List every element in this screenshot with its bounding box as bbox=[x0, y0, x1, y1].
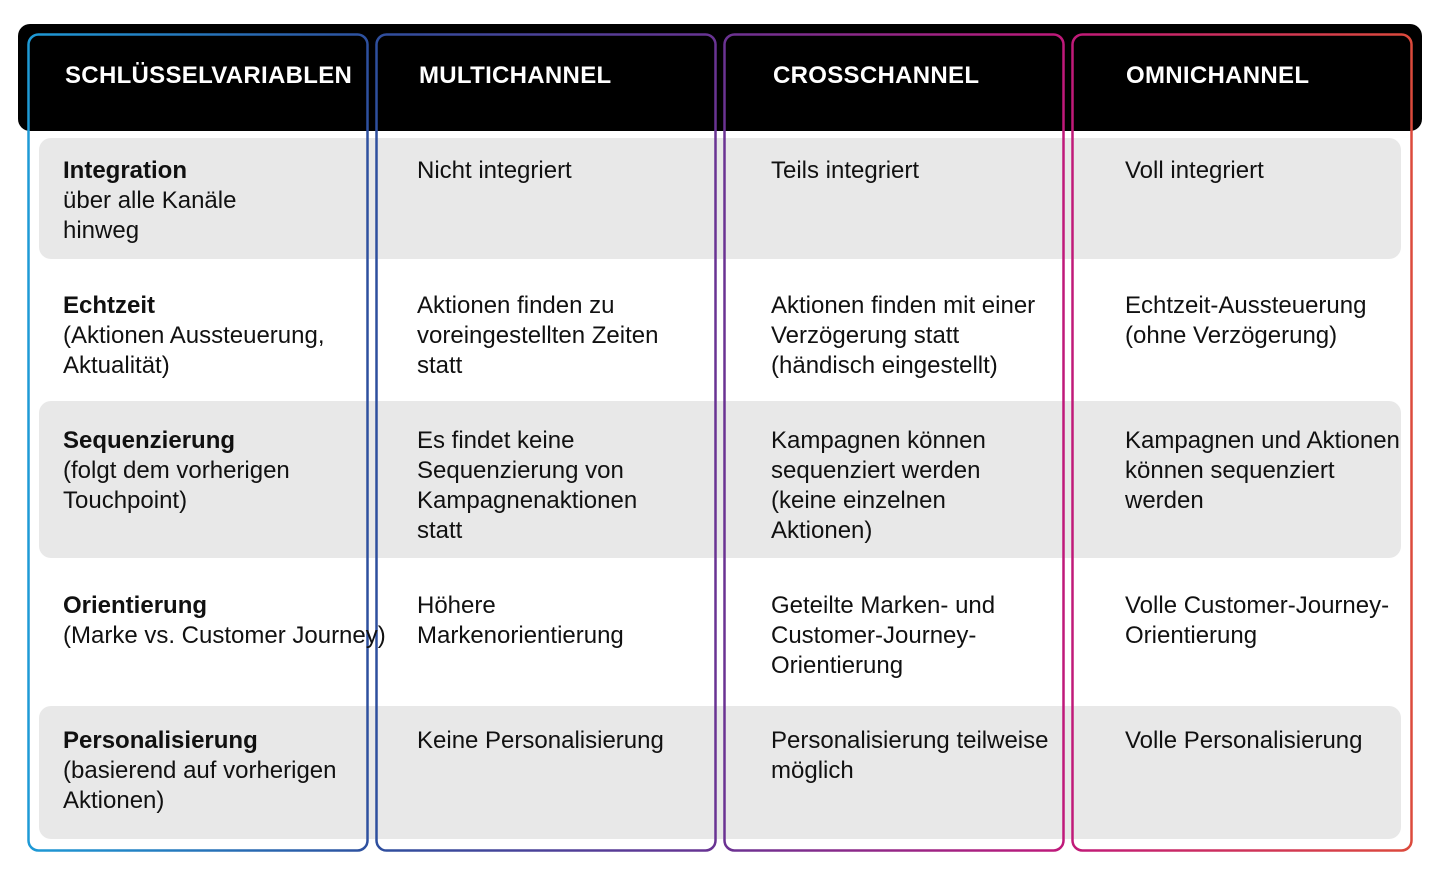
crosschannel-cell: Kampagnen können sequenziert werden (kei… bbox=[771, 427, 986, 544]
omnichannel-cell: Volle Personalisierung bbox=[1125, 727, 1363, 754]
crosschannel-cell: Geteilte Marken- und Customer-Journey-Or… bbox=[771, 592, 996, 679]
multichannel-cell: Keine Personalisierung bbox=[417, 727, 664, 754]
column-frame-keyvars bbox=[27, 33, 369, 852]
row-background bbox=[39, 706, 1401, 839]
key-variable-subtitle: über alle Kanäle hinweg bbox=[63, 187, 237, 244]
column-frame-crosschannel bbox=[723, 33, 1065, 852]
multichannel-cell: Nicht integriert bbox=[417, 157, 572, 184]
key-variable-subtitle: (basierend auf vorherigen Aktionen) bbox=[63, 757, 337, 814]
key-variable-title: Integration bbox=[63, 157, 187, 184]
header-omnichannel: OMNICHANNEL bbox=[1126, 62, 1310, 89]
row-background bbox=[39, 401, 1401, 558]
row-background bbox=[39, 138, 1401, 259]
omnichannel-cell: Volle Customer-Journey-Orientierung bbox=[1125, 592, 1390, 649]
header-bar bbox=[18, 24, 1422, 131]
crosschannel-cell: Personalisierung teilweise möglich bbox=[771, 727, 1049, 784]
key-variable-cell: Personalisierung (basierend auf vorherige… bbox=[63, 726, 393, 816]
key-variable-cell: Integration über alle Kanäle hinweg bbox=[63, 156, 263, 246]
key-variable-cell: Echtzeit (Aktionen Aussteuerung, Aktualit… bbox=[63, 291, 393, 381]
multichannel-cell: Es findet keine Sequenzierung von Kampag… bbox=[417, 427, 638, 544]
multichannel-cell: Aktionen finden zu voreingestellten Zeit… bbox=[417, 292, 659, 379]
omnichannel-cell: Voll integriert bbox=[1125, 157, 1264, 184]
key-variable-cell: Sequenzierung (folgt dem vorherigen Touch… bbox=[63, 426, 393, 516]
key-variable-title: Personalisierung bbox=[63, 727, 258, 754]
crosschannel-cell: Teils integriert bbox=[771, 157, 920, 184]
header-keyvars: SCHLÜSSELVARIABLEN bbox=[65, 62, 353, 89]
key-variable-title: Sequenzierung bbox=[63, 427, 236, 454]
multichannel-cell: Höhere Markenorientierung bbox=[417, 592, 624, 649]
omnichannel-cell: Kampagnen und Aktionen können sequenzier… bbox=[1125, 427, 1400, 514]
crosschannel-cell: Aktionen finden mit einer Verzögerung st… bbox=[771, 292, 1036, 379]
key-variable-title: Echtzeit bbox=[63, 292, 156, 319]
column-frame-multichannel bbox=[375, 33, 717, 852]
header-crosschannel: CROSSCHANNEL bbox=[773, 62, 980, 89]
column-frame-omnichannel bbox=[1071, 33, 1413, 852]
key-variable-subtitle: (Aktionen Aussteuerung, Aktualität) bbox=[63, 322, 325, 379]
key-variable-subtitle: (folgt dem vorherigen Touchpoint) bbox=[63, 457, 290, 514]
key-variable-title: Orientierung bbox=[63, 592, 208, 619]
key-variable-subtitle: (Marke vs. Customer Journey) bbox=[63, 622, 386, 649]
key-variable-cell: Orientierung (Marke vs. Customer Journey) bbox=[63, 591, 393, 651]
header-multichannel: MULTICHANNEL bbox=[419, 62, 612, 89]
omnichannel-cell: Echtzeit-Aussteuerung (ohne Verzögerung) bbox=[1125, 292, 1367, 349]
